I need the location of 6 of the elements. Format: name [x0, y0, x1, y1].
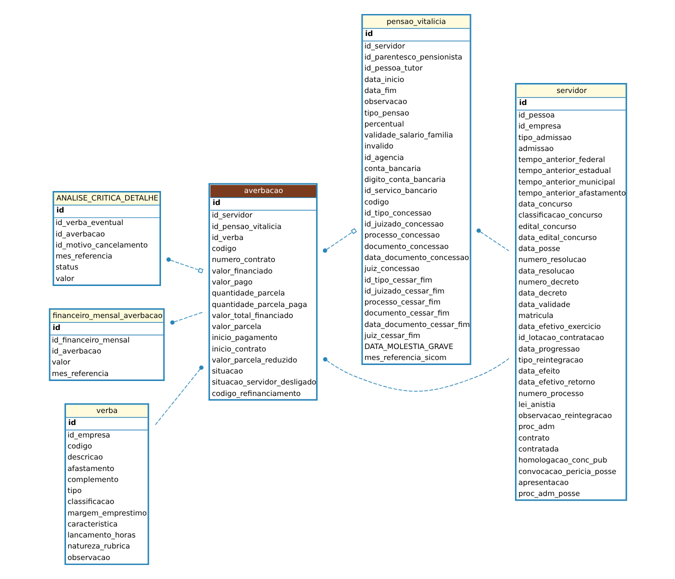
connector: [476, 228, 509, 252]
connector: [154, 365, 203, 426]
connector: [170, 312, 202, 325]
connector: [322, 357, 509, 392]
connector: [322, 228, 356, 253]
connector: [166, 257, 203, 274]
